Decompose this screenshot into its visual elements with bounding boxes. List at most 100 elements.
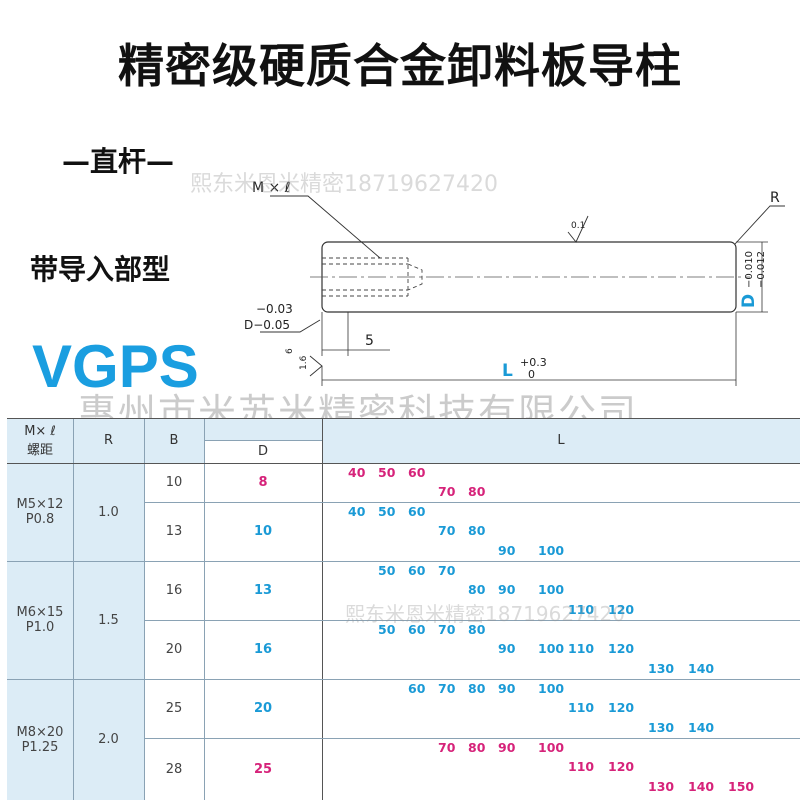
d-cell: 13 [253, 583, 273, 598]
l-value: 70 [438, 740, 456, 755]
l-value: 80 [468, 523, 486, 538]
header-mxl: M× ℓ 螺距 [7, 418, 73, 463]
thread-pitch: P1.25 [21, 739, 59, 755]
d-cell: 25 [253, 761, 273, 777]
d-side-tol-upper: −0.010 [744, 251, 755, 288]
l-value: 60 [408, 681, 426, 696]
chamfer-mark [309, 355, 323, 377]
group-m-cell: M8×20 P1.25 [7, 679, 73, 800]
d-tol-leader [260, 319, 321, 333]
roughness-mark [567, 215, 589, 243]
l-value: 80 [468, 740, 486, 755]
thread-label: M × ℓ [252, 180, 291, 196]
l-value: 100 [538, 543, 565, 558]
l-value: 60 [408, 563, 426, 578]
header-d: D [204, 440, 322, 463]
l-value: 140 [688, 779, 715, 794]
l-value: 60 [408, 622, 426, 637]
l-tol-upper: +0.3 [520, 356, 547, 369]
thread-pitch: P1.0 [25, 620, 55, 635]
product-code: VGPS [32, 333, 199, 400]
d-cell: 16 [253, 642, 273, 657]
l-value: 80 [468, 622, 486, 637]
chamfer-six: 6 [285, 348, 295, 354]
l-value: 100 [538, 681, 565, 696]
thread-hole [322, 257, 423, 297]
thread-leader [270, 195, 381, 259]
b-cell: 25 [165, 701, 183, 716]
l-value: 50 [378, 504, 396, 519]
l-value: 70 [438, 563, 456, 578]
l-value: 130 [648, 661, 675, 676]
b-cell: 20 [165, 642, 183, 657]
l-value: 110 [568, 759, 595, 774]
l-value: 80 [468, 582, 486, 597]
l-label: L [502, 361, 513, 381]
roughness-value: 0.1 [571, 221, 585, 231]
group-r-cell: 1.5 [73, 561, 144, 679]
group-r-cell: 1.0 [73, 463, 144, 561]
group-m-cell: M5×12 P0.8 [7, 463, 73, 561]
l-value: 40 [348, 465, 366, 480]
watermark: 熙东米恩米精密18719627420 [190, 172, 498, 197]
subtitle: —直杆— [62, 145, 175, 178]
l-value: 140 [688, 720, 715, 735]
d-tol-lower: D−0.05 [244, 318, 290, 332]
d-cell: 20 [253, 701, 273, 716]
l-value: 100 [538, 582, 565, 597]
l-value: 120 [608, 641, 635, 656]
l-tol-lower: 0 [528, 368, 535, 381]
thread-pitch: P0.8 [25, 512, 55, 527]
d-cell: 10 [253, 524, 273, 539]
thread-size: M6×15 [16, 605, 64, 620]
l-value: 80 [468, 681, 486, 696]
l-value: 90 [498, 543, 516, 558]
r-leader [734, 205, 785, 245]
l-value: 110 [568, 602, 595, 617]
header-b: B [144, 418, 204, 463]
l-value: 70 [438, 484, 456, 499]
thread-size: M8×20 [16, 724, 64, 740]
header-pitch-text: 螺距 [26, 442, 53, 458]
d-side-tol-lower: −0.012 [756, 251, 767, 288]
header-mxl-text: M× ℓ [24, 423, 56, 439]
l-value: 110 [568, 700, 595, 715]
b-cell: 16 [165, 583, 183, 598]
l-value: 80 [468, 484, 486, 499]
group-r-cell: 2.0 [73, 679, 144, 800]
b-cell: 10 [165, 475, 183, 490]
l-value: 110 [568, 641, 595, 656]
l-value: 70 [438, 622, 456, 637]
l-value: 100 [538, 740, 565, 755]
b-cell: 13 [165, 524, 183, 539]
l-value: 60 [408, 465, 426, 480]
l-value: 70 [438, 681, 456, 696]
variant-label: 带导入部型 [30, 253, 171, 286]
header-r: R [73, 418, 144, 463]
l-value: 50 [378, 622, 396, 637]
l-value: 130 [648, 779, 675, 794]
l-value: 90 [498, 641, 516, 656]
d-tol-upper: −0.03 [256, 302, 293, 316]
l-value: 90 [498, 681, 516, 696]
r-label: R [770, 190, 780, 206]
l-value: 100 [538, 641, 565, 656]
l-value: 40 [348, 504, 366, 519]
d-side-label: D [739, 294, 759, 308]
watermark: 熙东米恩米精密18719627420 [345, 602, 625, 626]
l-value: 120 [608, 759, 635, 774]
l-value: 130 [648, 720, 675, 735]
l-value: 120 [608, 602, 635, 617]
five-dim-label: 5 [365, 333, 374, 349]
l-value: 120 [608, 700, 635, 715]
l-value: 90 [498, 582, 516, 597]
l-value: 70 [438, 523, 456, 538]
l-value: 140 [688, 661, 715, 676]
thread-size: M5×12 [16, 497, 64, 512]
l-value: 50 [378, 465, 396, 480]
l-value: 50 [378, 563, 396, 578]
header-l: L [322, 418, 800, 463]
l-value: 90 [498, 740, 516, 755]
l-value: 60 [408, 504, 426, 519]
spec-table: M× ℓ 螺距 R B D L M5×12 P0.8 1.0 M6×15 P1.… [7, 418, 800, 800]
